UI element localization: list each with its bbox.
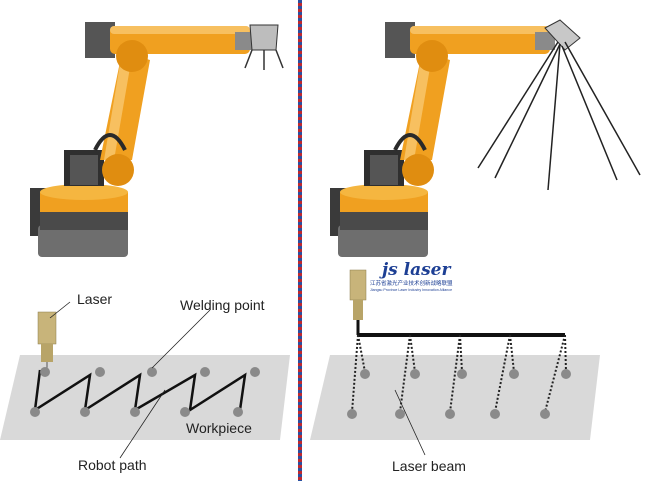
welding-point <box>180 407 190 417</box>
welding-point <box>347 409 357 419</box>
js-laser-watermark: js laser 江苏省激光产业技术创新战略联盟 Jiangsu Provinc… <box>370 260 453 292</box>
welding-point <box>540 409 550 419</box>
workpiece-plate <box>0 355 290 440</box>
laser-head-icon <box>349 269 367 320</box>
workpiece-label: Workpiece <box>186 420 252 436</box>
welding-point <box>410 369 420 379</box>
left-panel: Laser Welding point Workpiece Robot path <box>0 20 290 473</box>
laser-head-icon <box>37 311 57 372</box>
right-panel: Laser beam js laser 江苏省激光产业技术创新战略联盟 Jian… <box>310 19 641 474</box>
robot-path-line <box>33 369 247 413</box>
robot-path-label: Robot path <box>78 457 147 473</box>
welding-point <box>250 367 260 377</box>
welding-point-label: Welding point <box>180 297 265 313</box>
welding-point <box>360 369 370 379</box>
watermark-logo: js laser <box>379 260 452 280</box>
welding-point <box>457 369 467 379</box>
watermark-line2: Jiangsu Province Laser Industry Innovati… <box>370 288 452 292</box>
welding-point <box>130 407 140 417</box>
welding-point <box>445 409 455 419</box>
welding-point <box>95 367 105 377</box>
welding-points <box>30 367 260 417</box>
welding-point <box>233 407 243 417</box>
welding-point <box>395 409 405 419</box>
welding-points <box>347 369 571 419</box>
welding-point <box>561 369 571 379</box>
industrial-robot-icon <box>328 19 641 259</box>
laser-label: Laser <box>77 291 112 307</box>
welding-point <box>509 369 519 379</box>
welding-point <box>40 367 50 377</box>
welding-point <box>80 407 90 417</box>
workpiece-plate <box>310 355 600 440</box>
laser-beams <box>351 334 567 413</box>
welding-point <box>30 407 40 417</box>
welding-point <box>147 367 157 377</box>
welding-point <box>200 367 210 377</box>
welding-point <box>490 409 500 419</box>
industrial-robot-icon <box>28 20 284 259</box>
laser-beam-label: Laser beam <box>392 458 466 474</box>
watermark-line1: 江苏省激光产业技术创新战略联盟 <box>370 279 453 287</box>
